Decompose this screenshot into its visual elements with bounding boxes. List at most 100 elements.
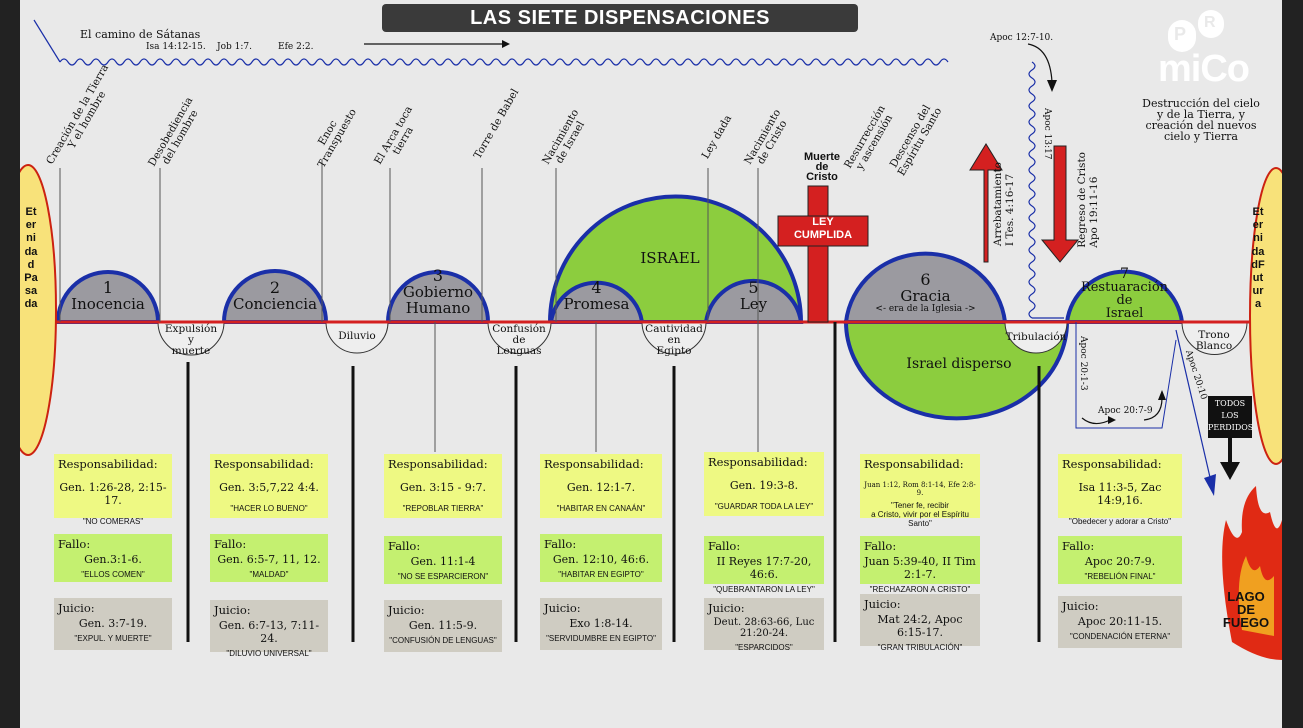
resp-quote: "HACER LO BUENO" — [230, 504, 308, 513]
juicio-reference: Mat 24:2, Apoc 6:15-17. — [877, 613, 963, 639]
logo-bubble-p — [1168, 20, 1196, 52]
dispensation-number: 5 — [748, 278, 759, 297]
dome-3 — [385, 270, 491, 324]
resp-quote: "NO COMERAS" — [82, 517, 144, 526]
resp-label: Responsabilidad: — [708, 455, 808, 469]
resp-box: Responsabilidad: Gen. 12:1-7. "HABITAR EN … — [540, 454, 662, 518]
gap-label: Expulsión y muerte — [164, 323, 218, 357]
muerte-cristo: Muerte de Cristo — [803, 151, 841, 183]
resp-reference: Gen. 3:15 - 9:7. — [400, 481, 486, 494]
resp-label: Responsabilidad: — [58, 457, 158, 471]
juicio-box: Juicio: Mat 24:2, Apoc 6:15-17. "GRAN TRIB… — [860, 594, 980, 652]
todos-perdidos-box: TODOS LOS PERDIDOS — [1208, 396, 1253, 438]
gap-label: Diluvio — [338, 330, 376, 342]
fallo-label: Fallo: — [1062, 539, 1095, 553]
israel-disperso-bowl — [843, 320, 1070, 421]
juicio-box: Juicio: Gen. 6:7-13, 7:11-24. "DILUVIO UNI… — [210, 600, 328, 658]
dispensation-number: 1 — [102, 278, 114, 297]
juicio-quote: "SERVIDUMBRE EN EGIPTO" — [546, 634, 656, 643]
juicio-label: Juicio: — [864, 597, 901, 611]
juicio-reference: Apoc 20:11-15. — [1077, 615, 1163, 628]
fallo-quote: "RECHAZARON A CRISTO" — [869, 585, 971, 594]
gap-bowl-3 — [487, 321, 552, 354]
juicio-quote: "ESPARCIDOS" — [735, 643, 793, 652]
camino-ref-2: Job 1:7. — [217, 42, 252, 52]
juicio-reference: Gen. 6:7-13, 7:11-24. — [218, 619, 320, 645]
resp-quote: "HABITAR EN CANAÁN" — [556, 504, 646, 513]
juicio-quote: "GRAN TRIBULACIÓN" — [877, 643, 963, 652]
dispensation-name: Gobierno Humano — [402, 283, 474, 317]
fallo-box: Fallo:II Reyes 17:7-20, 46:6."QUEBRANTAR… — [704, 536, 824, 594]
eternidad-pasada: EternidadPasada — [24, 206, 38, 311]
dispensation-name: Promesa — [563, 295, 630, 313]
eternidad-futura: EternidadFutura — [1251, 206, 1265, 311]
resp-box: Responsabilidad:Gen. 19:3-8."GUARDAR TOD… — [704, 452, 824, 516]
juicio-box: Juicio:Gen. 11:5-9."CONFUSIÓN DE LENGUAS… — [384, 600, 502, 652]
dome-1 — [55, 270, 161, 324]
ley-cumplida: LEY CUMPLIDA — [793, 216, 853, 241]
resp-box: Responsabilidad:Gen. 3:5,7,22 4:4."HACER… — [210, 454, 328, 518]
resp-reference: Isa 11:3-5, Zac 14:9,16. — [1078, 481, 1162, 507]
juicio-quote: "CONDENACIÓN ETERNA" — [1069, 632, 1171, 641]
dome-7 — [1064, 269, 1185, 324]
israel-disperso-label: Israel disperso — [906, 356, 1012, 372]
satan-wave-down — [1028, 61, 1036, 319]
fallo-reference: Gen. 11:1-4 — [410, 555, 476, 568]
regreso-label: Regreso de Cristo Apo 19:11-16 — [1076, 152, 1100, 248]
camino-label: El camino de Sátanas — [80, 28, 201, 41]
juicio-box: Juicio: Exo 1:8-14. "SERVIDUMBRE EN EGIPTO… — [540, 598, 662, 650]
apoc-2013-label: Apoc 20:1-3 — [1078, 336, 1088, 391]
logo-p: P — [1174, 24, 1187, 44]
logo-mico: miCo — [1158, 48, 1250, 90]
resp-label: Responsabilidad: — [864, 457, 964, 471]
resp-quote: "REPOBLAR TIERRA" — [402, 504, 484, 513]
resp-box: Responsabilidad:Gen. 1:26-28, 2:15-17."N… — [54, 454, 172, 526]
gap-bowl-2 — [325, 321, 389, 354]
fallo-box: Fallo: Gen. 12:10, 46:6. "HABITAR EN EGIPT… — [540, 534, 662, 582]
juicio-label: Juicio: — [388, 603, 425, 617]
arrebatamiento-arrow — [969, 143, 1003, 263]
juicio-quote: "EXPUL. Y MUERTE" — [74, 634, 152, 643]
fallo-label: Fallo: — [864, 539, 897, 553]
fallo-box: Fallo:Apoc 20:7-9."REBELIÓN FINAL" — [1058, 536, 1182, 584]
fallo-reference: Gen. 12:10, 46:6. — [552, 553, 650, 566]
juicio-label: Juicio: — [544, 601, 581, 615]
gap-bowl-6 — [1181, 321, 1248, 355]
resp-label: Responsabilidad: — [544, 457, 644, 471]
resp-quote: "Tener fe, recibir a Cristo, vivir por e… — [871, 501, 969, 528]
fallo-label: Fallo: — [544, 537, 577, 551]
page-title: LAS SIETE DISPENSACIONES — [382, 4, 858, 32]
dispensation-4: 4 Promesa — [551, 278, 642, 313]
fallo-label: Fallo: — [58, 537, 91, 551]
fallo-reference: Apoc 20:7-9. — [1084, 555, 1156, 568]
juicio-label: Juicio: — [214, 603, 251, 617]
fallo-quote: "MALDAD" — [249, 570, 289, 579]
dispensation-number: 4 — [591, 278, 602, 297]
resp-reference: Juan 1:12, Rom 8:1-14, Efe 2:8-9. — [864, 481, 976, 497]
dispensation-number: 6 — [920, 270, 931, 289]
gap-bowl-4 — [641, 321, 707, 355]
dispensation-name: Conciencia — [232, 295, 318, 313]
destruccion-text: Destrucción del cielo y de la Tierra, y … — [1142, 97, 1260, 143]
gap-bowl-5 — [1004, 321, 1068, 354]
camino-ref-1: Isa 14:12-15. — [146, 42, 206, 52]
juicio-box: Juicio:Deut. 28:63-66, Luc 21:20-24."ESP… — [704, 598, 824, 652]
juicio-reference: Gen. 11:5-9. — [408, 619, 478, 632]
juicio-quote: "DILUVIO UNIVERSAL" — [226, 649, 312, 658]
dispensation-1: 1 Inocencia — [58, 278, 158, 313]
juicio-reference: Exo 1:8-14. — [569, 617, 633, 630]
camino-ref-3: Efe 2:2. — [278, 42, 314, 52]
juicio-box: Juicio:Apoc 20:11-15."CONDENACIÓN ETERNA… — [1058, 596, 1182, 648]
eternity-future-oval — [1249, 167, 1282, 465]
resp-quote: "Obedecer y adorar a Cristo" — [1068, 517, 1172, 526]
fallo-quote: "HABITAR EN EGIPTO" — [558, 570, 644, 579]
gap-bowl-1 — [157, 321, 225, 356]
gap-label: Cautividad en Egipto — [645, 323, 703, 357]
dome-2 — [221, 269, 329, 324]
apoc-1317-label: Apoc 13:17 — [1042, 108, 1052, 160]
dispensation-3: 3 Gobierno Humano — [388, 266, 488, 317]
dispensation-number: 3 — [432, 266, 444, 285]
gap-label: Tribulación — [1005, 331, 1067, 343]
resp-reference: Gen. 12:1-7. — [566, 481, 636, 494]
arrebatamiento-label: Arrebatamiento I Tes. 4:16-17 — [992, 162, 1016, 247]
